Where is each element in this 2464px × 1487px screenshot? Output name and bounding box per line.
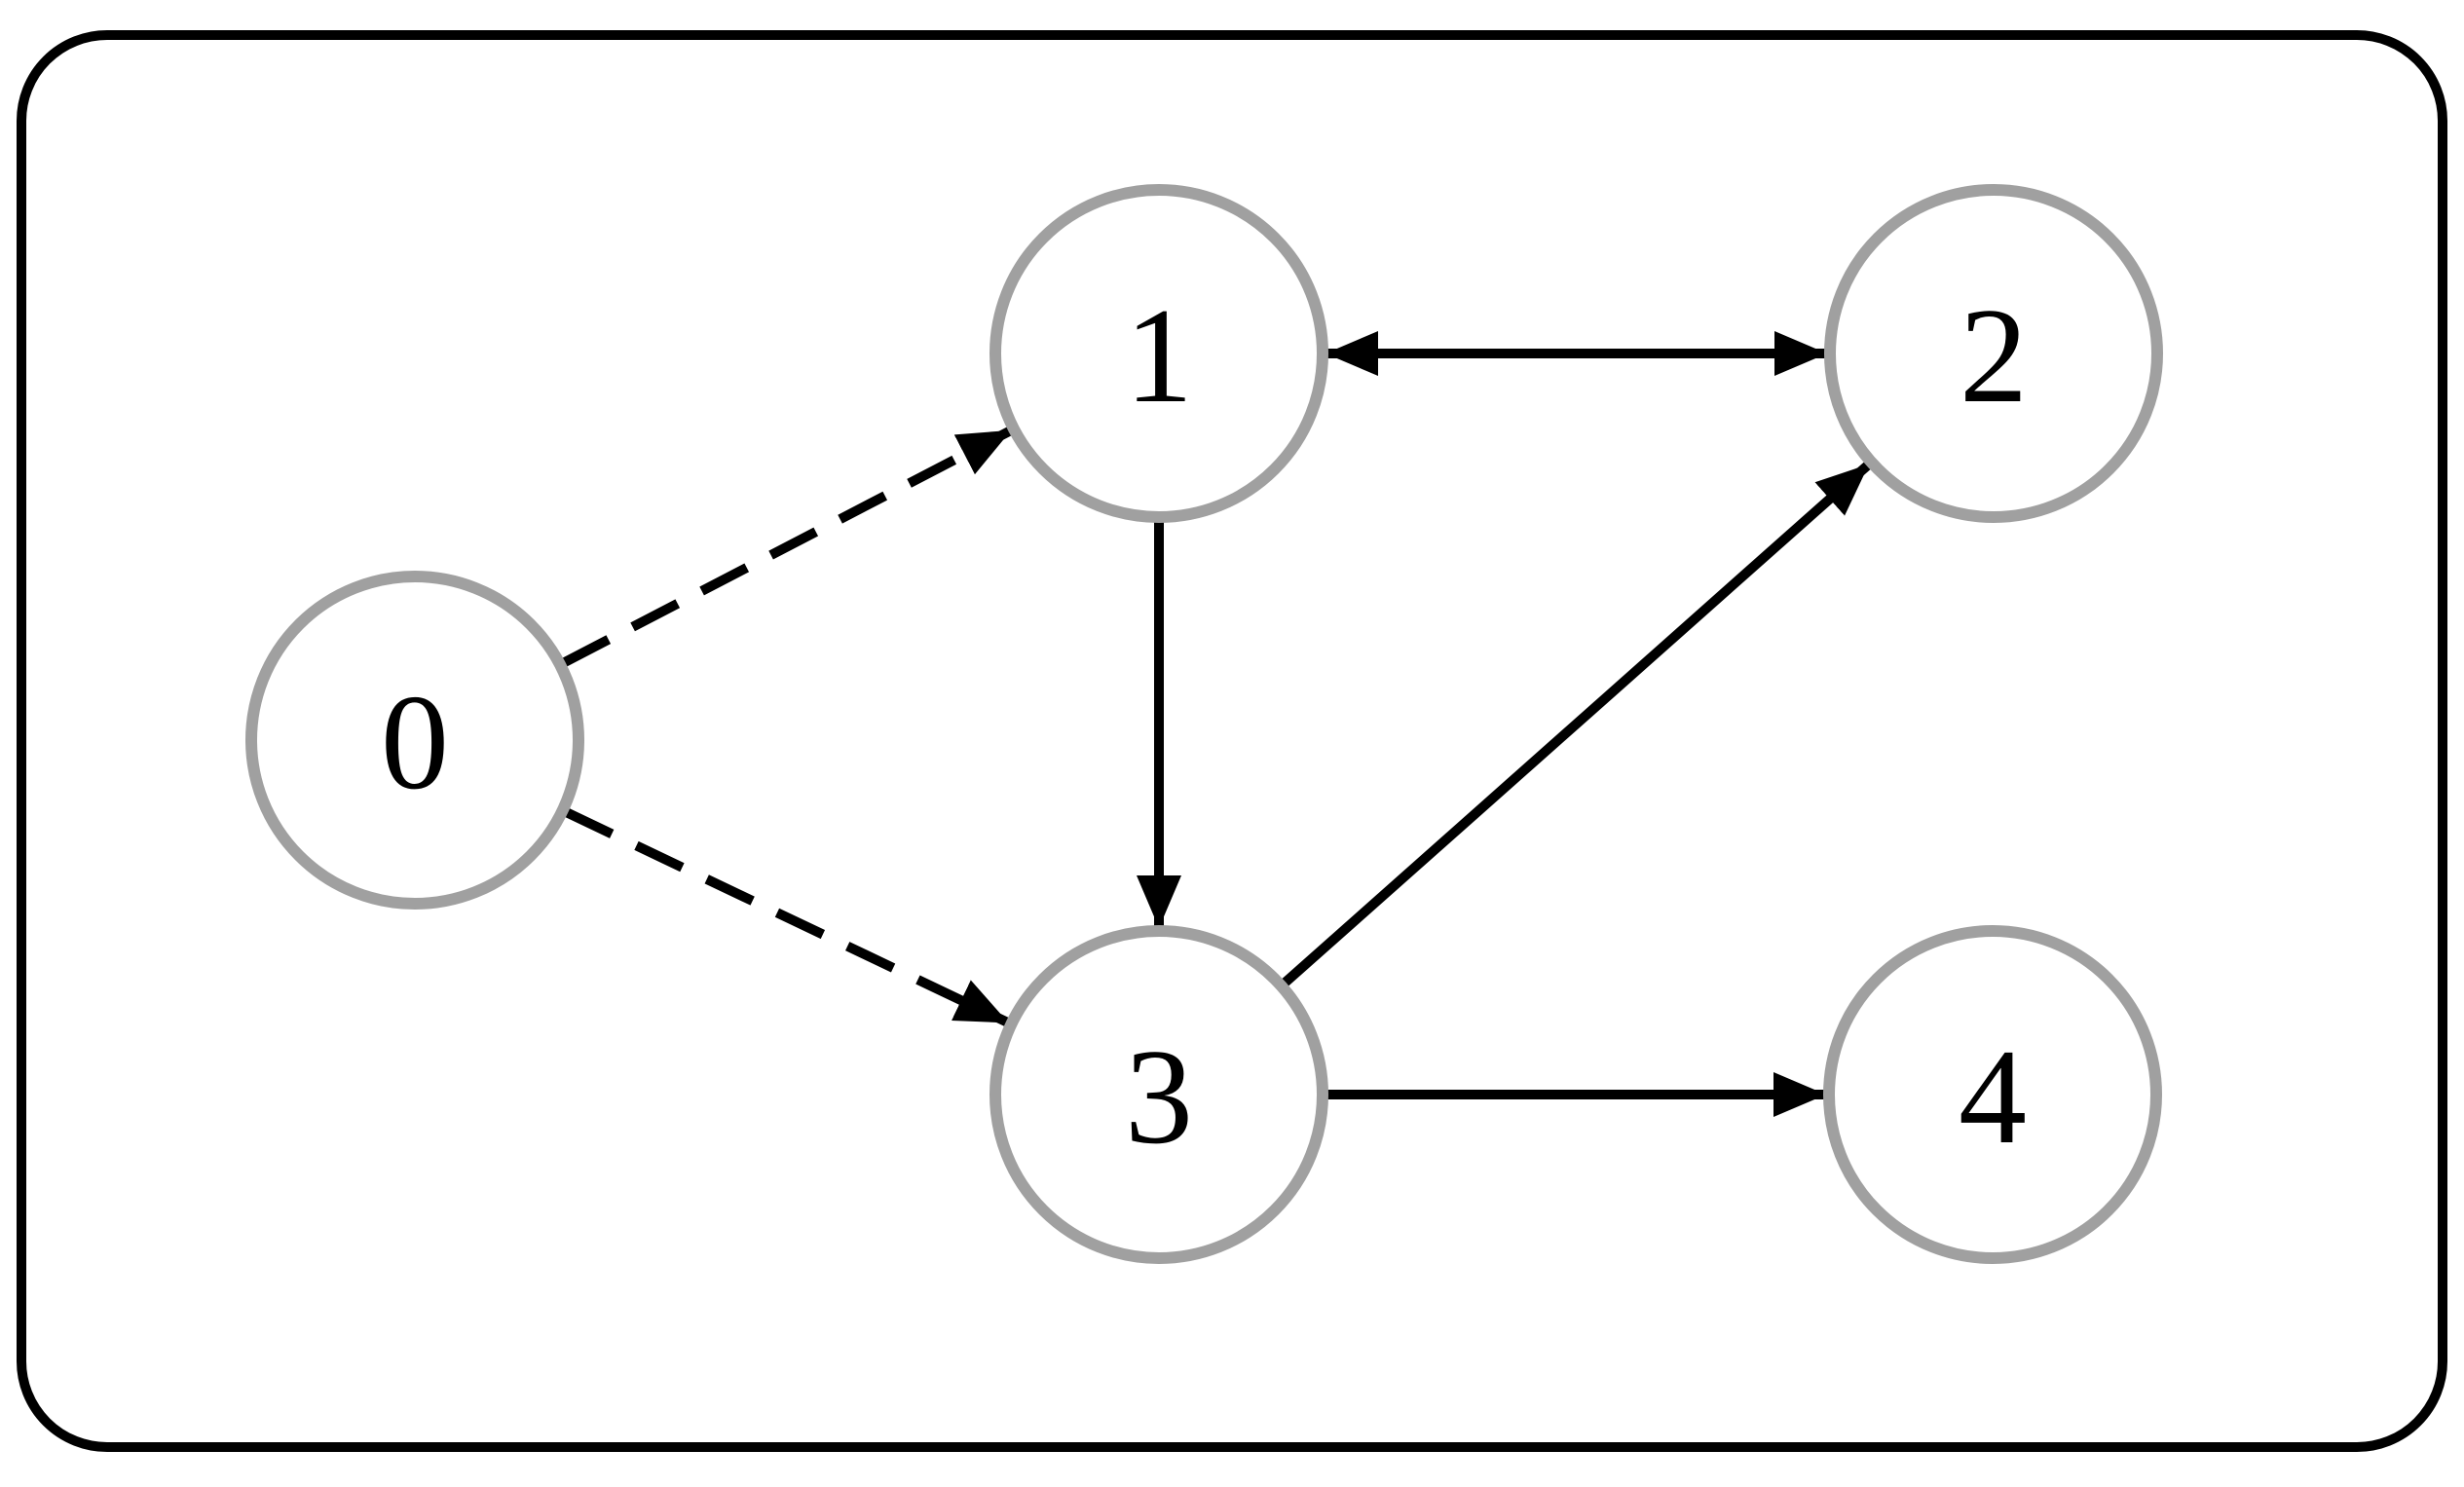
edge-0-1-dashed — [561, 426, 1013, 668]
node-label-3: 3 — [1125, 1022, 1193, 1172]
node-label-2: 2 — [1960, 280, 2028, 431]
edge-3-2 — [1281, 461, 1872, 987]
node-label-0: 0 — [381, 667, 449, 818]
node-label-4: 4 — [1959, 1022, 2027, 1172]
edge-0-3-dashed — [564, 807, 1010, 1027]
node-circle-3 — [989, 925, 1328, 1264]
node-circle-1 — [989, 184, 1328, 523]
diagram-border — [17, 30, 2447, 1452]
node-label-1: 1 — [1125, 280, 1193, 431]
node-circle-0 — [245, 571, 584, 910]
node-circle-2 — [1824, 184, 2163, 523]
node-circle-4 — [1823, 925, 2162, 1264]
